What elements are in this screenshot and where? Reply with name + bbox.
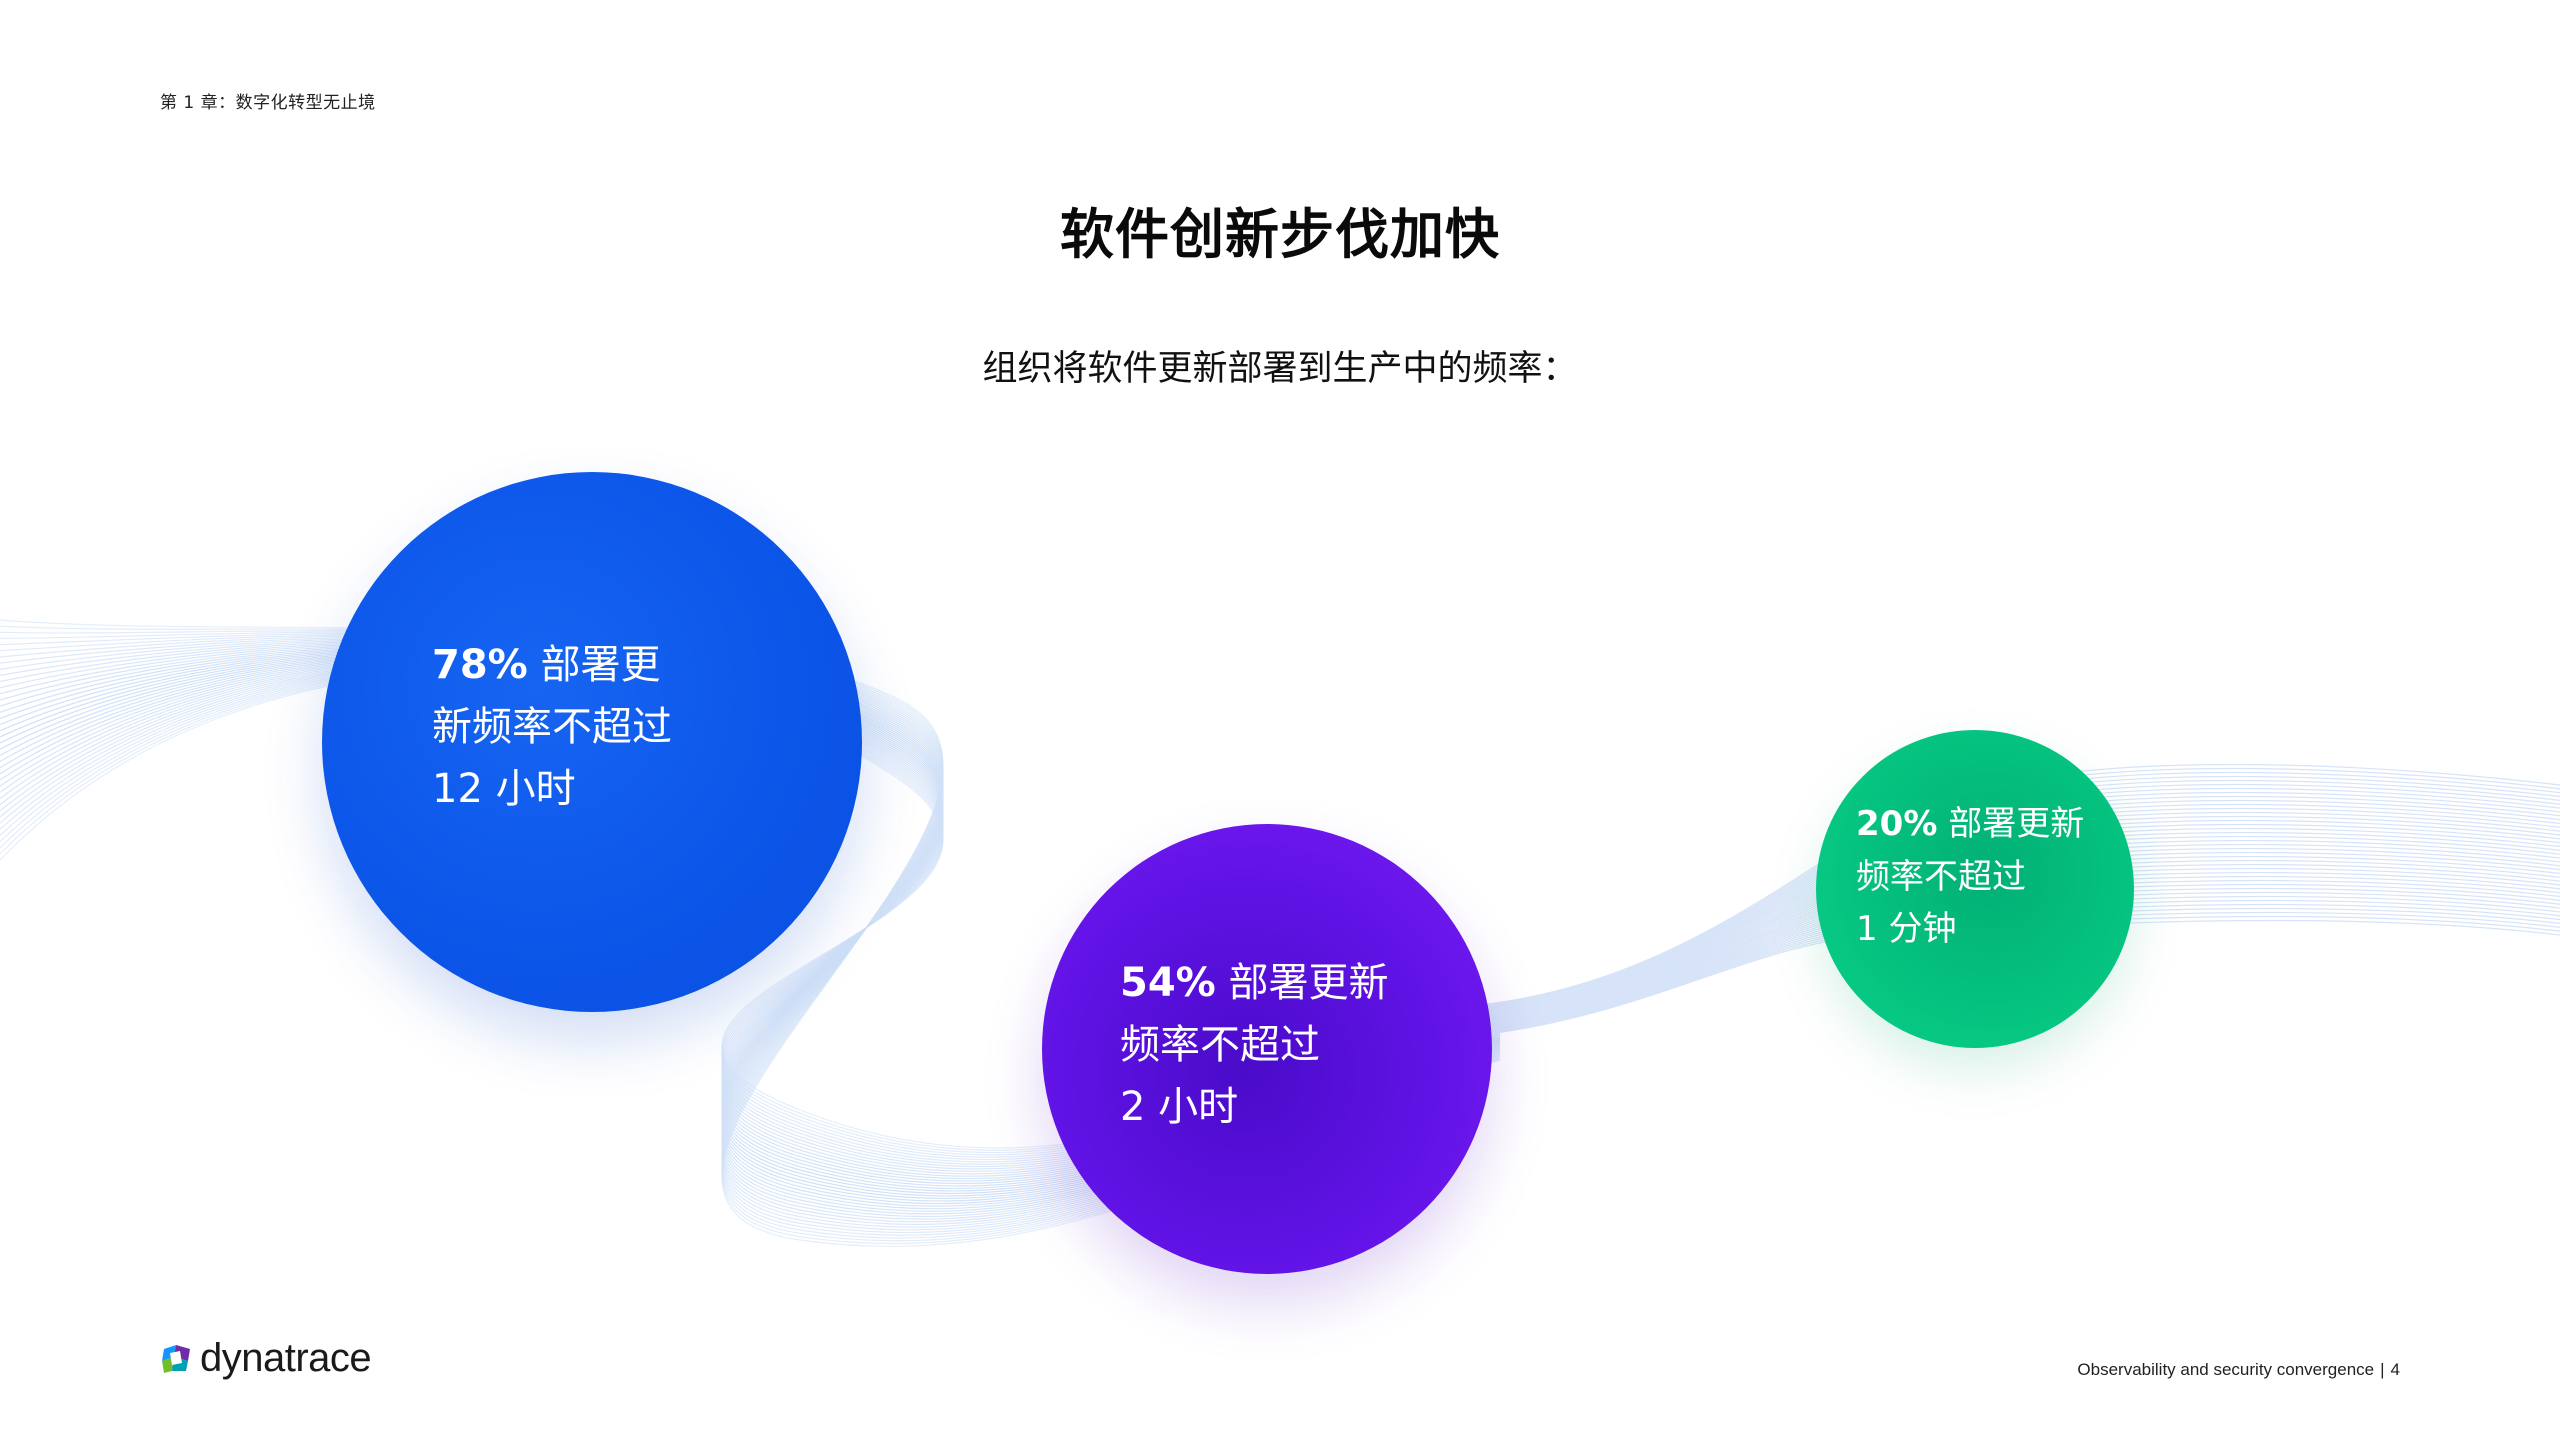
stat-line-2: 频率不超过 bbox=[1120, 1022, 1320, 1068]
stat-text: 78% 部署更 新频率不超过 12 小时 bbox=[432, 634, 732, 820]
dynatrace-logo-icon bbox=[162, 1344, 190, 1373]
stat-percent: 54% bbox=[1120, 960, 1216, 1006]
dynatrace-wordmark: dynatrace bbox=[200, 1336, 372, 1380]
dynatrace-logo[interactable]: dynatrace bbox=[158, 1336, 372, 1381]
stat-label-1: 部署更 bbox=[540, 642, 661, 688]
stat-label-1: 部署更新 bbox=[1228, 960, 1389, 1006]
footer-text: Observability and security convergence bbox=[2077, 1360, 2375, 1379]
stat-line-2: 频率不超过 bbox=[1856, 856, 2026, 897]
stat-line-3: 12 小时 bbox=[432, 766, 576, 812]
stat-text: 20% 部署更新 频率不超过 1 分钟 bbox=[1856, 798, 2126, 956]
stat-percent: 78% bbox=[432, 642, 528, 688]
stat-circle-2-hours: 54% 部署更新 频率不超过 2 小时 bbox=[1042, 824, 1492, 1274]
stat-line-3: 2 小时 bbox=[1120, 1084, 1239, 1130]
stat-line-3: 1 分钟 bbox=[1856, 909, 1957, 950]
stat-line-1: 54% 部署更新 bbox=[1120, 952, 1450, 1014]
stat-line-2: 新频率不超过 bbox=[432, 704, 672, 750]
footer: Observability and security convergence | 4 bbox=[2077, 1360, 2400, 1380]
stat-line-1: 78% 部署更 bbox=[432, 634, 732, 696]
stat-percent: 20% bbox=[1856, 804, 1938, 844]
stat-circle-12-hours: 78% 部署更 新频率不超过 12 小时 bbox=[322, 472, 862, 1012]
chapter-label: 第 1 章：数字化转型无止境 bbox=[160, 93, 376, 113]
footer-separator: | bbox=[2380, 1360, 2385, 1379]
page-subtitle: 组织将软件更新部署到生产中的频率： bbox=[982, 349, 1578, 389]
stat-line-1: 20% 部署更新 bbox=[1856, 798, 2126, 851]
page-title: 软件创新步伐加快 bbox=[1060, 203, 1500, 266]
stat-circle-1-minute: 20% 部署更新 频率不超过 1 分钟 bbox=[1816, 730, 2134, 1048]
stat-label-1: 部署更新 bbox=[1948, 804, 2085, 844]
stat-text: 54% 部署更新 频率不超过 2 小时 bbox=[1120, 952, 1450, 1138]
page-number: 4 bbox=[2390, 1360, 2400, 1379]
